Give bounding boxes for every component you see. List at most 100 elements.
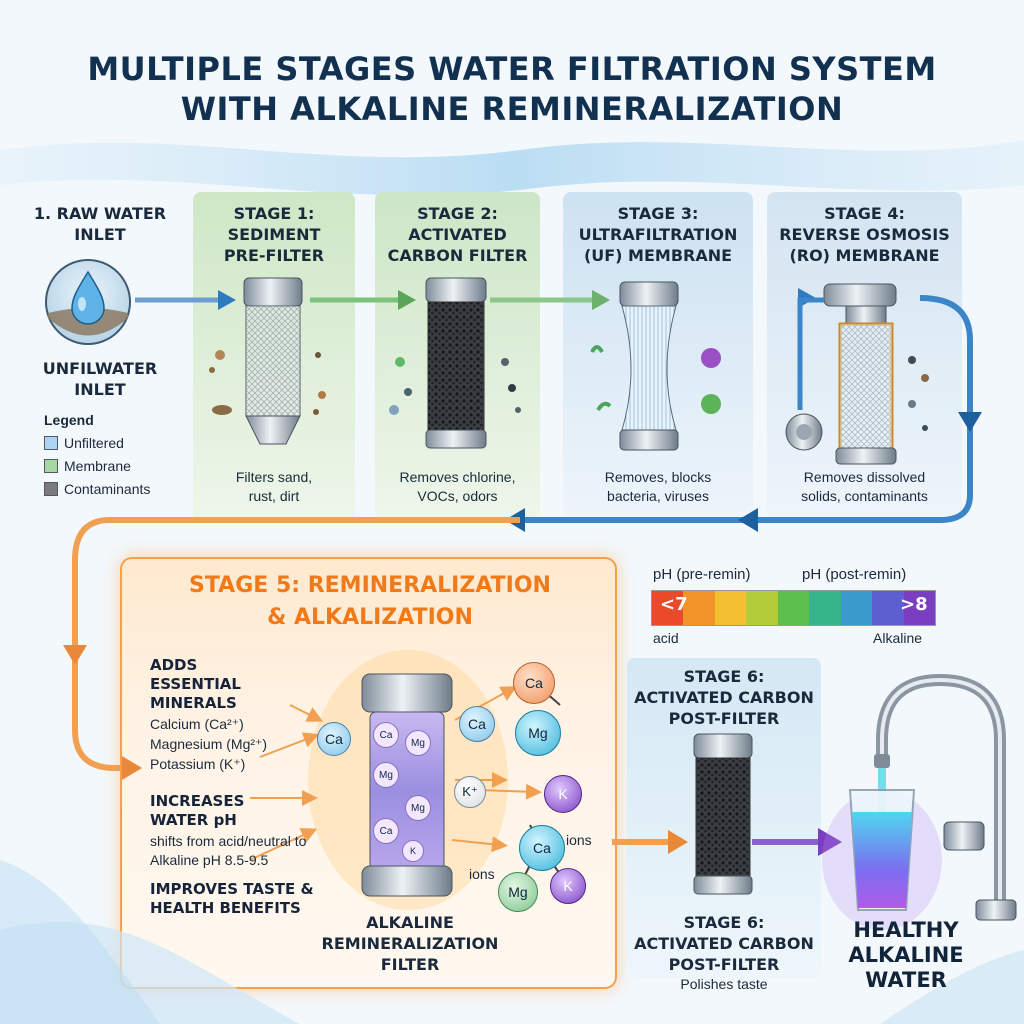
faucet-icon <box>874 673 1017 921</box>
flow-arrow-stage2-to-stage3 <box>490 290 610 310</box>
stage6-top-line1: STAGE 6: <box>683 667 765 686</box>
adds-line2: ESSENTIAL <box>150 675 241 693</box>
stage5-title-line1: STAGE 5: REMINERALIZATION <box>189 573 551 598</box>
stage6-heading-bottom: STAGE 6: ACTIVATED CARBON POST-FILTER <box>627 912 821 975</box>
stage3-description-line2: bacteria, viruses <box>607 488 709 504</box>
page-title-line2: WITH ALKALINE REMINERALIZATION <box>180 90 844 128</box>
adds-minerals-heading: ADDS ESSENTIAL MINERALS <box>150 656 241 713</box>
shift-line1: shifts from acid/neutral to <box>150 833 307 849</box>
flow-pipe-orange-down <box>63 517 520 780</box>
filter-ion-ca-2: Ca <box>373 818 399 844</box>
stage1-description-line2: rust, dirt <box>248 488 300 504</box>
stage1-heading-line3: PRE-FILTER <box>223 246 325 265</box>
ion-mg-top: Mg <box>515 710 561 756</box>
alkaline-water-glass-icon <box>822 789 942 930</box>
stage5-title-line2: & ALKALIZATION <box>267 605 473 630</box>
mineral-magnesium: Magnesium (Mg²⁺) <box>150 736 268 752</box>
legend-item-unfiltered: Unfiltered <box>44 435 124 451</box>
stage6-heading-top: STAGE 6: ACTIVATED CARBON POST-FILTER <box>627 666 821 729</box>
alkaline-remineralization-filter <box>308 650 508 910</box>
legend-item-contaminants: Contaminants <box>44 481 150 497</box>
flow-arrow-stage3-to-stage4 <box>680 288 816 308</box>
improves-line2: HEALTH BENEFITS <box>150 899 301 917</box>
ph-alkaline-label: Alkaline <box>873 630 923 646</box>
increases-line2: WATER pH <box>150 811 237 829</box>
stage5-title: STAGE 5: REMINERALIZATION & ALKALIZATION <box>140 570 600 634</box>
stage3-description: Removes, blocks bacteria, viruses <box>563 468 753 506</box>
uf-membrane-filter <box>590 281 721 451</box>
ion-ca-top: Ca <box>513 662 555 704</box>
stage4-heading-line2: REVERSE OSMOSIS <box>779 225 950 244</box>
increases-line1: INCREASES <box>150 792 245 810</box>
healthy-alkaline-water-label: HEALTHY ALKALINE WATER <box>826 918 986 993</box>
ph-segment <box>809 591 841 625</box>
mineral-list: Calcium (Ca²⁺) Magnesium (Mg²⁺) Potassiu… <box>150 714 267 774</box>
inlet-title-line2: INLET <box>74 225 126 244</box>
mineral-calcium: Calcium (Ca²⁺) <box>150 716 244 732</box>
ph-segment <box>840 591 873 625</box>
stage6-bottom-line3: POST-FILTER <box>668 955 780 974</box>
stage4-description-line2: solids, contaminants <box>801 488 928 504</box>
stage6-top-line3: POST-FILTER <box>668 709 780 728</box>
ph-high-value: >8 <box>900 594 928 615</box>
stage2-heading-line2: ACTIVATED <box>408 225 507 244</box>
inlet-label: UNFILWATER INLET <box>20 358 180 400</box>
stage4-heading-line1: STAGE 4: <box>824 204 905 223</box>
stage1-heading-line1: STAGE 1: <box>233 204 315 223</box>
legend-swatch <box>44 482 58 496</box>
output-line3: WATER <box>865 968 947 992</box>
increases-ph-heading: INCREASES WATER pH <box>150 792 244 830</box>
stage4-description-line1: Removes dissolved <box>803 469 926 485</box>
page-title-line1: MULTIPLE STAGES WATER FILTRATION SYSTEM <box>87 50 937 88</box>
filter-ion-k-1: K <box>402 840 424 862</box>
adds-line1: ADDS <box>150 656 198 674</box>
inlet-label-line1: UNFILWATER <box>42 359 158 378</box>
ph-segment <box>903 591 935 625</box>
alkaline-filter-label-line2: REMINERALIZATION <box>321 934 499 953</box>
stage2-description-line2: VOCs, odors <box>417 488 498 504</box>
flow-pipe-return <box>505 295 982 532</box>
ions-label-left: ions <box>469 866 495 882</box>
improves-line1: IMPROVES TASTE & <box>150 880 314 898</box>
ion-kplus: K⁺ <box>454 776 486 808</box>
ion-ca-left: Ca <box>317 722 351 756</box>
filter-ion-mg-1: Mg <box>405 730 431 756</box>
alkaline-filter-label-line3: FILTER <box>380 955 440 974</box>
flow-arrow-stage1-to-stage2 <box>310 290 416 310</box>
ph-pre-label: pH (pre-remin) <box>653 566 751 583</box>
stage3-heading-line1: STAGE 3: <box>617 204 699 223</box>
filter-ion-mg-2: Mg <box>373 762 399 788</box>
ion-k-bottom: K <box>550 868 586 904</box>
stage2-heading-line3: CARBON FILTER <box>387 246 528 265</box>
stage6-top-line2: ACTIVATED CARBON <box>634 688 814 707</box>
stage1-heading: STAGE 1: SEDIMENT PRE-FILTER <box>193 203 355 266</box>
ph-acid-label: acid <box>653 630 679 646</box>
filter-ion-ca-1: Ca <box>373 722 399 748</box>
ph-low-value: <7 <box>660 594 688 615</box>
mineral-potassium: Potassium (K⁺) <box>150 756 246 772</box>
inlet-title-line1: 1. RAW WATER <box>33 204 167 223</box>
stage2-description-line1: Removes chlorine, <box>399 469 516 485</box>
ro-membrane-filter <box>785 283 929 465</box>
inlet-title: 1. RAW WATER INLET <box>20 203 180 245</box>
stage2-heading: STAGE 2: ACTIVATED CARBON FILTER <box>375 203 540 266</box>
inlet-label-line2: INLET <box>74 380 126 399</box>
stage4-heading: STAGE 4: REVERSE OSMOSIS (RO) MEMBRANE <box>767 203 962 266</box>
legend-title: Legend <box>44 412 94 428</box>
stage6-description: Polishes taste <box>680 976 768 992</box>
stage4-description: Removes dissolved solids, contaminants <box>767 468 962 506</box>
flow-arrow-inlet-to-stage1 <box>135 290 236 310</box>
output-line2: ALKALINE <box>848 943 964 967</box>
ph-segment <box>714 591 747 625</box>
ions-label-right: ions <box>566 832 592 848</box>
ph-post-label: pH (post-remin) <box>802 566 907 583</box>
legend-item-membrane: Membrane <box>44 458 131 474</box>
ph-segment <box>683 591 715 625</box>
stage6-bottom-line1: STAGE 6: <box>683 913 765 932</box>
stage1-description-line1: Filters sand, <box>235 469 313 485</box>
ion-ca-right-1: Ca <box>459 706 495 742</box>
legend-item-label: Unfiltered <box>64 435 124 451</box>
ph-segment <box>746 591 778 625</box>
